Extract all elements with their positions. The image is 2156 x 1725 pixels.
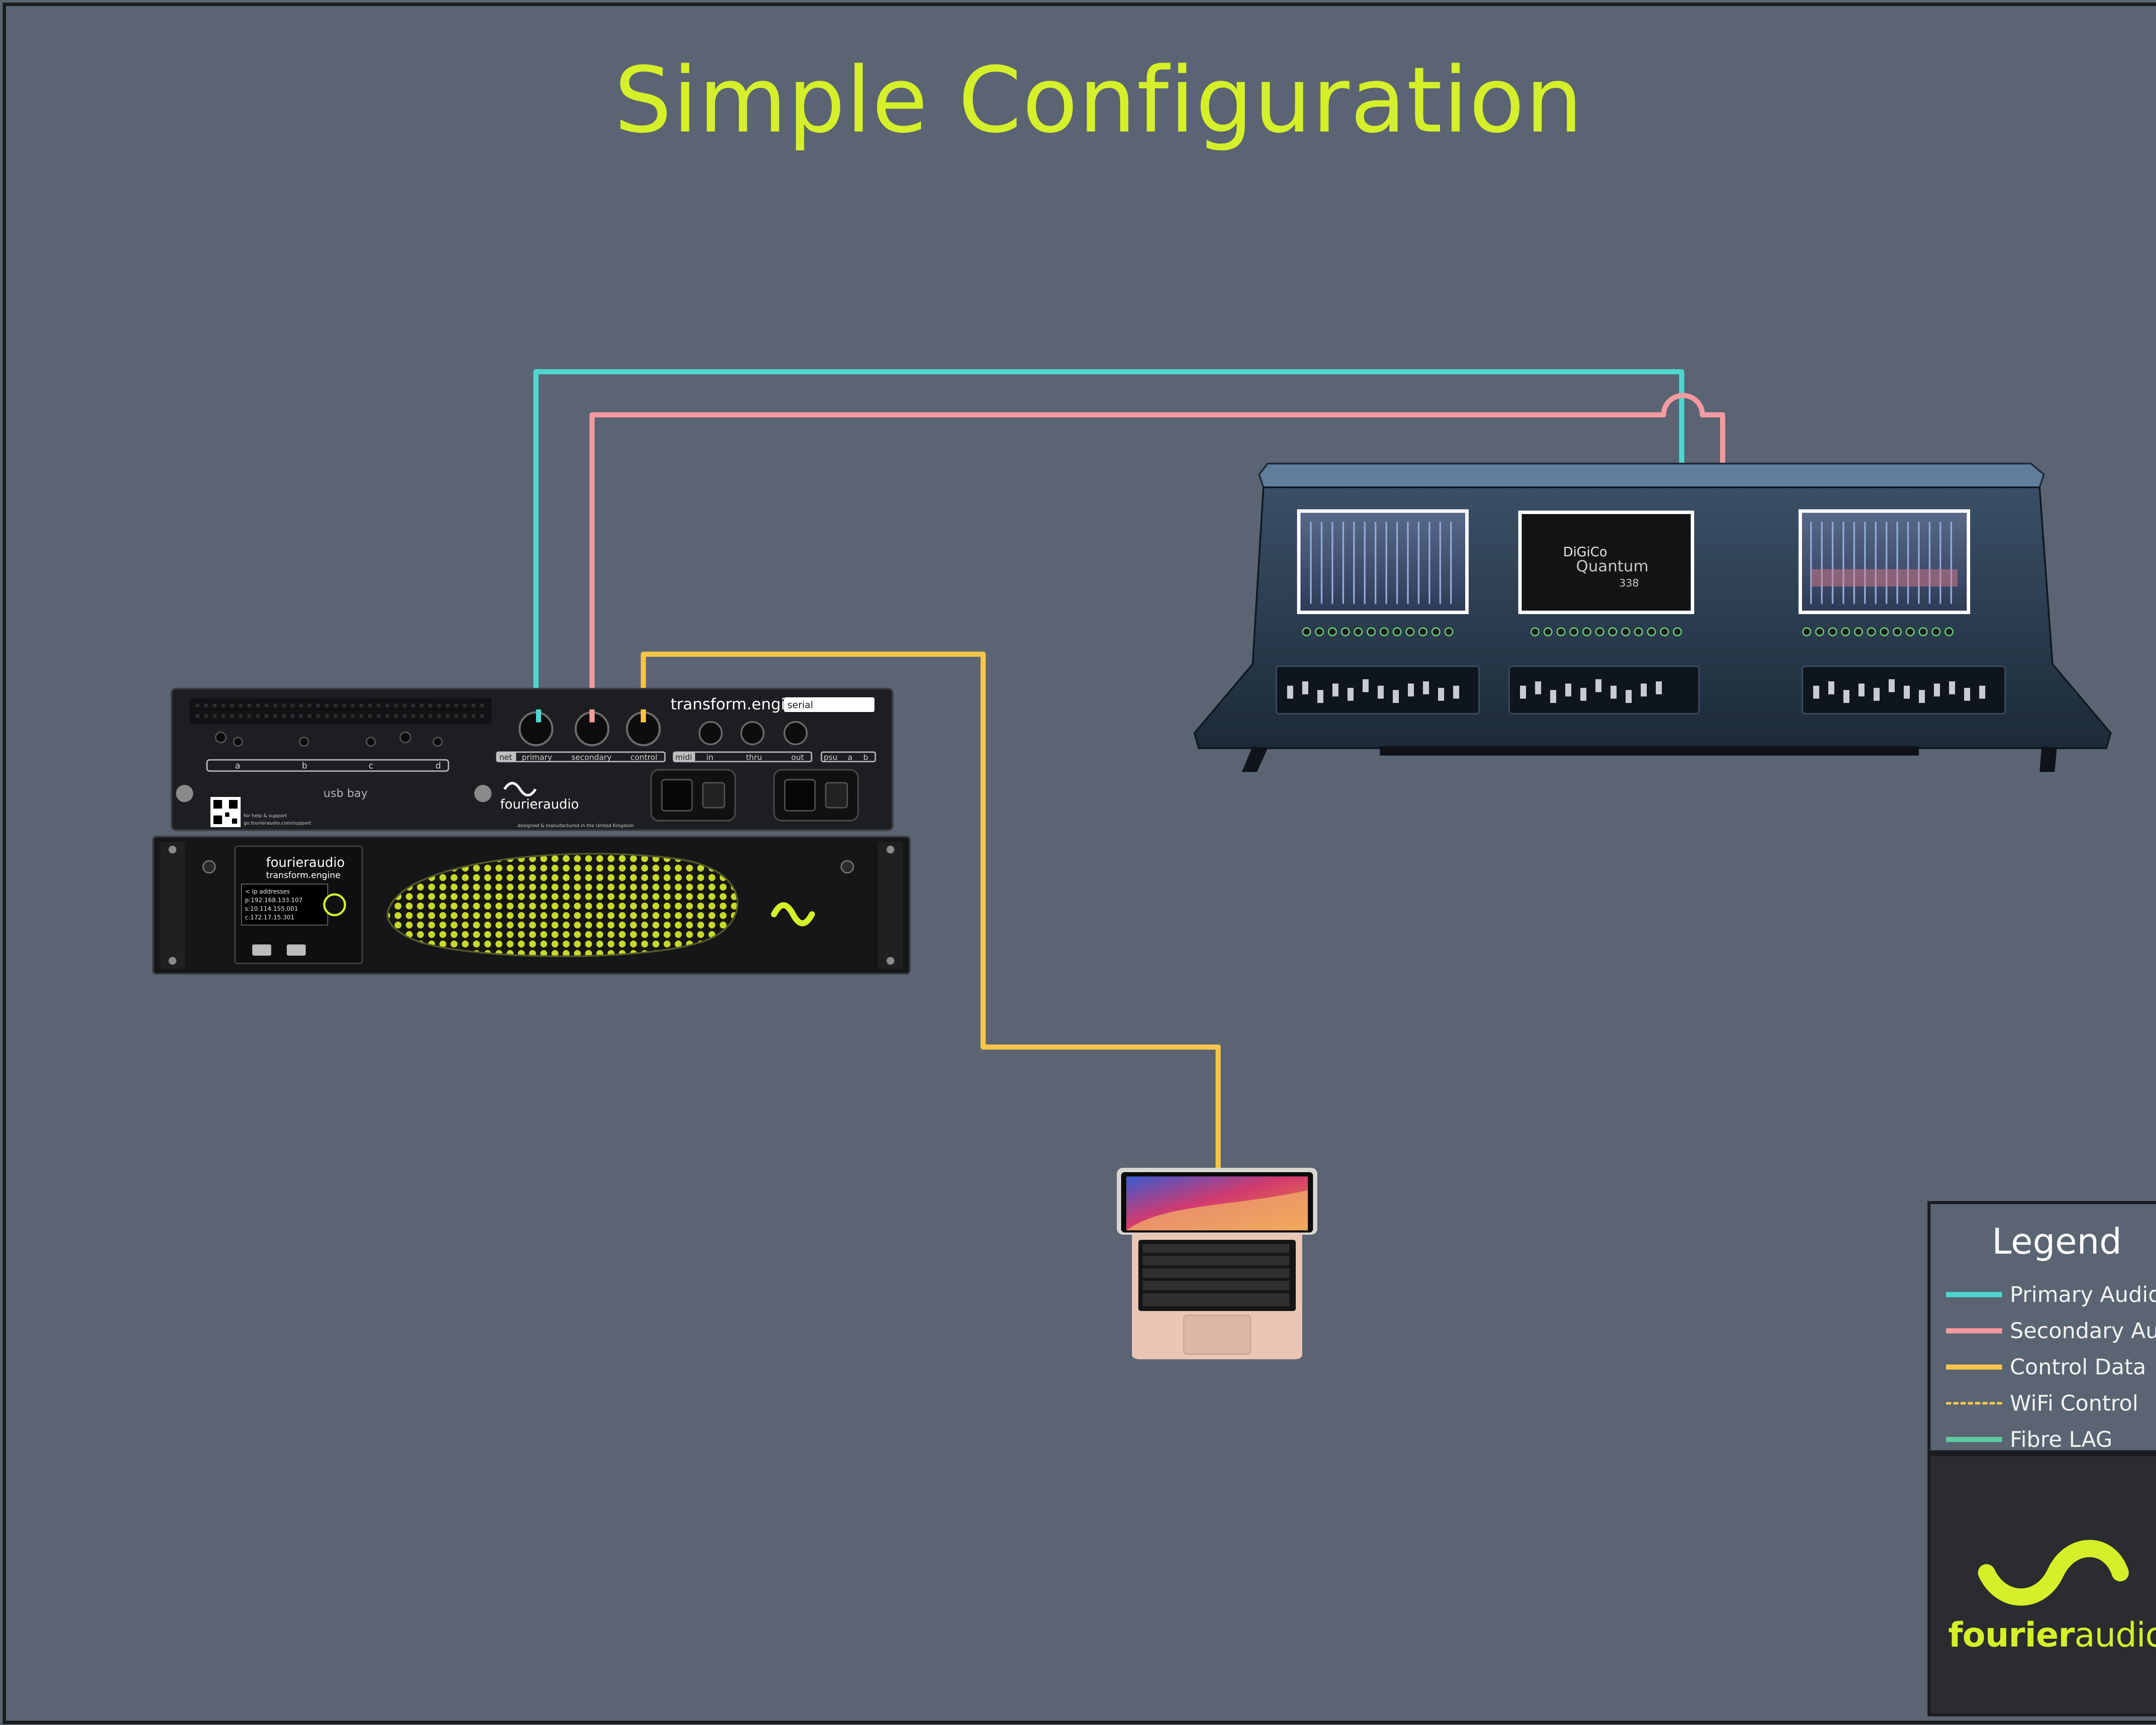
legend-item-wifi-control: WiFi Control xyxy=(1946,1390,2138,1416)
legend-label-primary-audio: Primary Audio xyxy=(2010,1282,2156,1307)
midi-in-label: in xyxy=(706,753,713,762)
net-label: net xyxy=(499,753,512,762)
rack-rear-unit: a b c d usb bay for help & support go.fo… xyxy=(171,688,893,831)
usb-port-b-label: b xyxy=(302,760,307,771)
laptop xyxy=(1117,1168,1317,1359)
brand-logo-text: fourieraudio xyxy=(1930,1616,2156,1655)
front-display-line-1: < ip addresses xyxy=(245,888,290,895)
legend-item-control-data: Control Data xyxy=(1946,1354,2146,1380)
brand-logo-text-regular: audio xyxy=(2074,1616,2156,1655)
cable-secondary-audio xyxy=(589,393,1725,714)
diagram-frame xyxy=(3,3,2156,1724)
power-inlets xyxy=(650,769,859,822)
legend-swatch-fibre-lag xyxy=(1946,1437,2002,1442)
support-url: go.fourieraudio.com/support xyxy=(244,820,311,826)
front-product-text: transform.engine xyxy=(266,870,341,880)
fourier-logo-icon xyxy=(1978,1540,2129,1606)
page-title: Simple Configuration xyxy=(614,47,1584,153)
front-display-line-4: c:172.17.15.301 xyxy=(245,914,295,921)
made-in-text: designed & manufactured in the United Ki… xyxy=(517,823,634,828)
legend-title: Legend xyxy=(1992,1221,2122,1262)
usb-port-d-label: d xyxy=(436,760,441,771)
rear-vent-grille xyxy=(190,698,492,724)
front-usb-port-1 xyxy=(252,944,271,956)
psu-label: psu xyxy=(824,753,837,762)
console-model: Quantum xyxy=(1576,558,1648,575)
legend-item-secondary-audio: Secondary Audio xyxy=(1946,1318,2156,1344)
front-display-line-2: p:192.168.133.107 xyxy=(245,897,303,904)
midi-out-label: out xyxy=(791,753,804,762)
legend-label-wifi-control: WiFi Control xyxy=(2010,1391,2138,1416)
support-text: for help & support xyxy=(244,813,287,819)
digico-console: DiGiCo Quantum 338 xyxy=(1193,463,2112,772)
psu-b-label: b xyxy=(863,753,868,762)
front-usb-port-2 xyxy=(287,944,306,956)
usb-bay-strip xyxy=(206,759,449,772)
midi-label: midi xyxy=(675,753,692,762)
brand-logo-text-bold: fourier xyxy=(1948,1616,2075,1655)
front-rotary-knob[interactable] xyxy=(323,893,346,916)
legend-swatch-control-data xyxy=(1946,1364,2002,1370)
brand-logo-box: fourieraudio xyxy=(1927,1453,2156,1716)
psu-a-label: a xyxy=(848,753,852,762)
front-logo-icon xyxy=(771,902,815,926)
legend: Legend Primary Audio Secondary Audio Con… xyxy=(1927,1201,2156,1453)
legend-swatch-secondary-audio xyxy=(1946,1328,2002,1333)
laptop-trackpad xyxy=(1183,1314,1251,1355)
legend-label-fibre-lag: Fibre LAG xyxy=(2010,1427,2112,1452)
serial-label: serial xyxy=(787,700,813,711)
front-display xyxy=(241,884,328,925)
console-brand: DiGiCo xyxy=(1563,545,1607,560)
usb-port-a-label: a xyxy=(235,760,240,771)
legend-swatch-wifi-control xyxy=(1946,1402,2002,1405)
cable-primary-audio xyxy=(533,369,1684,714)
legend-label-control-data: Control Data xyxy=(2010,1355,2147,1380)
front-display-line-3: s:10.114.155.001 xyxy=(245,906,298,913)
net-port-control-label: control xyxy=(630,753,657,762)
usb-port-c-label: c xyxy=(369,760,373,771)
net-port-secondary-label: secondary xyxy=(571,753,612,762)
rack-front-unit: fourieraudio transform.engine < ip addre… xyxy=(152,836,911,975)
midi-thru-label: thru xyxy=(746,753,762,762)
legend-item-fibre-lag: Fibre LAG xyxy=(1946,1427,2112,1452)
legend-label-secondary-audio: Secondary Audio xyxy=(2010,1318,2156,1343)
console-model-number: 338 xyxy=(1619,577,1639,589)
legend-item-primary-audio: Primary Audio xyxy=(1946,1282,2156,1308)
legend-swatch-primary-audio xyxy=(1946,1292,2002,1297)
usb-bay-label: usb bay xyxy=(323,787,368,800)
cable-control-data xyxy=(641,652,1221,1171)
rear-maker-text: fourieraudio xyxy=(500,797,579,812)
front-brand-text: fourieraudio xyxy=(266,855,345,870)
net-port-primary-label: primary xyxy=(522,753,552,762)
front-grille xyxy=(386,853,739,957)
rear-brand-text: transform.engine xyxy=(671,696,805,713)
midi-ports xyxy=(699,721,808,745)
